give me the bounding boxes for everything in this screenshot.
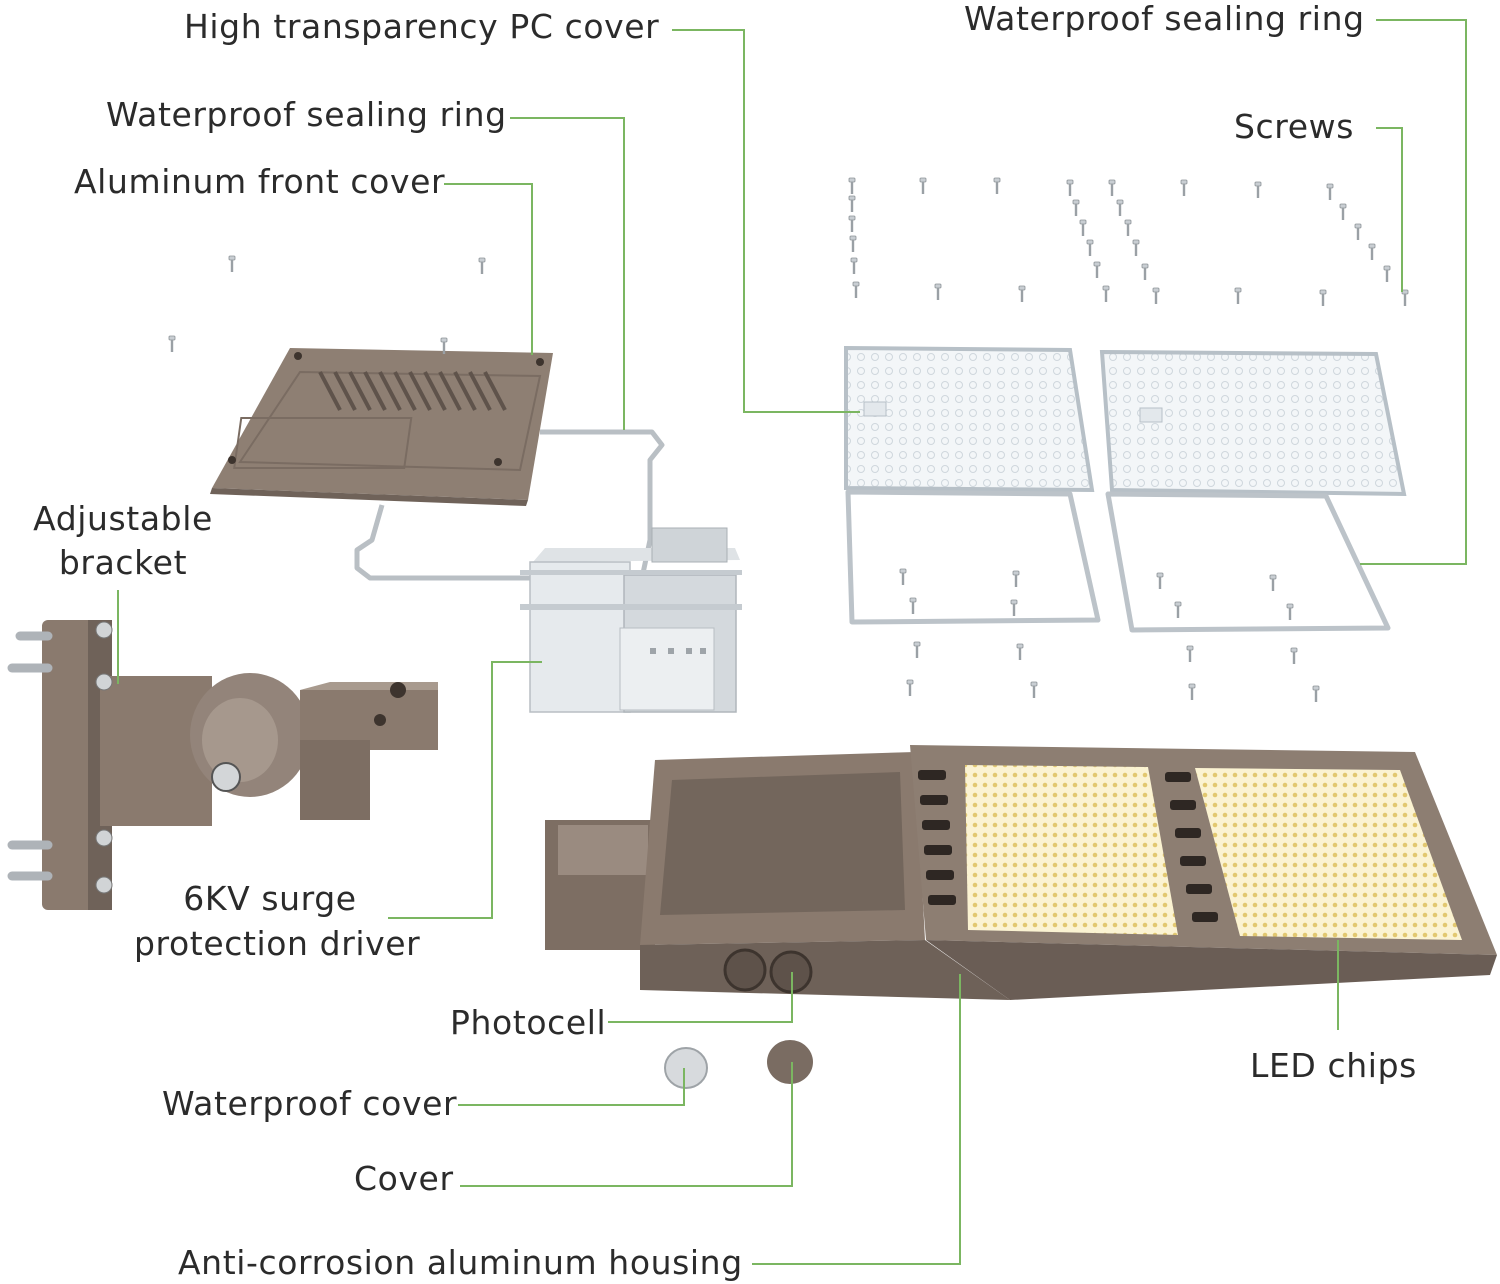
- label-bracket-line1: Adjustable: [33, 499, 213, 538]
- label-photocell: Photocell: [450, 1003, 607, 1042]
- label-driver-line1: 6KV surge: [183, 879, 357, 918]
- sealing-ring-right: [845, 489, 1391, 633]
- label-front-cover: Aluminum front cover: [74, 162, 446, 201]
- label-bracket-line2: bracket: [58, 543, 188, 582]
- screws-top: [847, 176, 1410, 308]
- surge-protection-driver: [520, 527, 742, 713]
- adjustable-bracket: [7, 620, 438, 910]
- aluminum-housing: [545, 745, 1497, 1000]
- pc-cover-lenses: [844, 345, 1407, 497]
- waterproof-cover-part: [664, 1047, 708, 1089]
- label-housing: Anti-corrosion aluminum housing: [178, 1243, 743, 1282]
- aluminum-front-cover: [210, 348, 553, 506]
- label-driver-line2: protection driver: [134, 924, 421, 963]
- screws-lower: [898, 567, 1321, 704]
- label-waterproof-cover: Waterproof cover: [162, 1084, 458, 1123]
- label-cover: Cover: [354, 1159, 454, 1198]
- label-sealing-ring-right: Waterproof sealing ring: [964, 0, 1365, 38]
- label-pc-cover: High transparency PC cover: [184, 7, 660, 46]
- cover-part: [767, 1040, 813, 1084]
- label-sealing-ring-left: Waterproof sealing ring: [106, 95, 507, 134]
- label-screws: Screws: [1234, 107, 1355, 146]
- label-led-chips: LED chips: [1250, 1046, 1417, 1085]
- leader-lines: [117, 19, 1467, 1265]
